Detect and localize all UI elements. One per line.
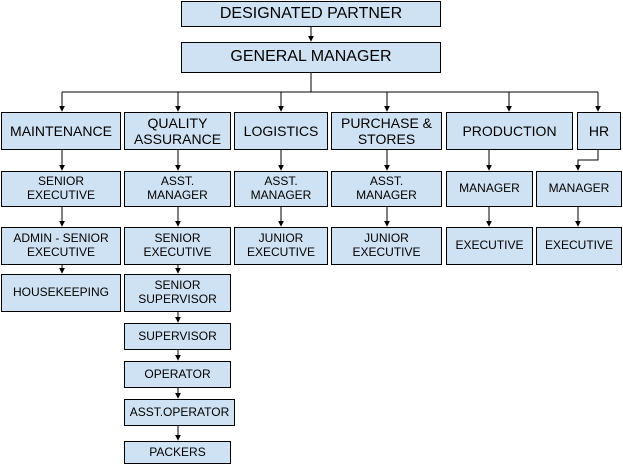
maintenance-senior-executive-label: SENIOR EXECUTIVE xyxy=(26,174,95,202)
general-manager-label: GENERAL MANAGER xyxy=(230,48,392,66)
qa-senior-supervisor-box: SENIOR SUPERVISOR xyxy=(124,274,231,312)
qa-supervisor-box: SUPERVISOR xyxy=(124,323,231,350)
dept-logistics-label: LOGISTICS xyxy=(243,122,319,139)
production-manager-box: MANAGER xyxy=(446,171,533,207)
logistics-junior-executive-box: JUNIOR EXECUTIVE xyxy=(234,227,328,265)
purchase-junior-executive-box: JUNIOR EXECUTIVE xyxy=(331,227,442,265)
hr-manager-box: MANAGER xyxy=(536,171,622,207)
production-executive-label: EXECUTIVE xyxy=(455,238,524,253)
dept-quality-assurance-box: QUALITY ASSURANCE xyxy=(124,112,231,150)
purchase-asst-manager-label: ASST. MANAGER xyxy=(356,174,417,202)
general-manager-box: GENERAL MANAGER xyxy=(181,42,441,73)
logistics-asst-manager-label: ASST. MANAGER xyxy=(250,174,312,202)
qa-asst-manager-label: ASST. MANAGER xyxy=(147,174,208,202)
qa-packers-label: PACKERS xyxy=(149,444,206,459)
purchase-junior-executive-label: JUNIOR EXECUTIVE xyxy=(352,231,421,259)
production-executive-box: EXECUTIVE xyxy=(446,227,533,265)
dept-production-label: PRODUCTION xyxy=(462,122,557,139)
dept-quality-assurance-label: QUALITY ASSURANCE xyxy=(133,114,222,147)
qa-asst-manager-box: ASST. MANAGER xyxy=(124,171,231,207)
qa-senior-executive-label: SENIOR EXECUTIVE xyxy=(143,231,212,259)
dept-hr-box: HR xyxy=(577,112,621,150)
dept-maintenance-label: MAINTENANCE xyxy=(10,122,112,139)
logistics-junior-executive-label: JUNIOR EXECUTIVE xyxy=(246,231,315,259)
connector-hr-1 xyxy=(575,150,599,171)
qa-senior-executive-box: SENIOR EXECUTIVE xyxy=(124,227,231,265)
dept-maintenance-box: MAINTENANCE xyxy=(1,112,121,150)
dept-logistics-box: LOGISTICS xyxy=(234,112,328,150)
qa-asst-operator-box: ASST.OPERATOR xyxy=(124,399,235,426)
maintenance-admin-senior-executive-label: ADMIN - SENIOR EXECUTIVE xyxy=(13,231,109,259)
maintenance-housekeeping-label: HOUSEKEEPING xyxy=(12,285,110,300)
logistics-asst-manager-box: ASST. MANAGER xyxy=(234,171,328,207)
maintenance-senior-executive-box: SENIOR EXECUTIVE xyxy=(1,171,121,207)
qa-operator-box: OPERATOR xyxy=(124,361,231,388)
dept-purchase-stores-label: PURCHASE & STORES xyxy=(340,114,433,147)
qa-supervisor-label: SUPERVISOR xyxy=(138,328,217,343)
dept-hr-label: HR xyxy=(588,122,610,139)
qa-senior-supervisor-label: SENIOR SUPERVISOR xyxy=(138,278,217,306)
hr-executive-label: EXECUTIVE xyxy=(544,238,613,253)
dept-purchase-stores-box: PURCHASE & STORES xyxy=(331,112,442,150)
purchase-asst-manager-box: ASST. MANAGER xyxy=(331,171,442,207)
designated-partner-box: DESIGNATED PARTNER xyxy=(181,1,441,27)
hr-manager-label: MANAGER xyxy=(548,181,610,196)
maintenance-admin-senior-executive-box: ADMIN - SENIOR EXECUTIVE xyxy=(1,227,121,265)
qa-asst-operator-label: ASST.OPERATOR xyxy=(129,404,230,419)
qa-packers-box: PACKERS xyxy=(124,441,231,464)
dept-production-box: PRODUCTION xyxy=(446,112,573,150)
production-manager-label: MANAGER xyxy=(459,181,520,196)
maintenance-housekeeping-box: HOUSEKEEPING xyxy=(1,274,121,312)
designated-partner-label: DESIGNATED PARTNER xyxy=(219,4,403,22)
qa-operator-label: OPERATOR xyxy=(144,366,211,381)
hr-executive-box: EXECUTIVE xyxy=(536,227,622,265)
